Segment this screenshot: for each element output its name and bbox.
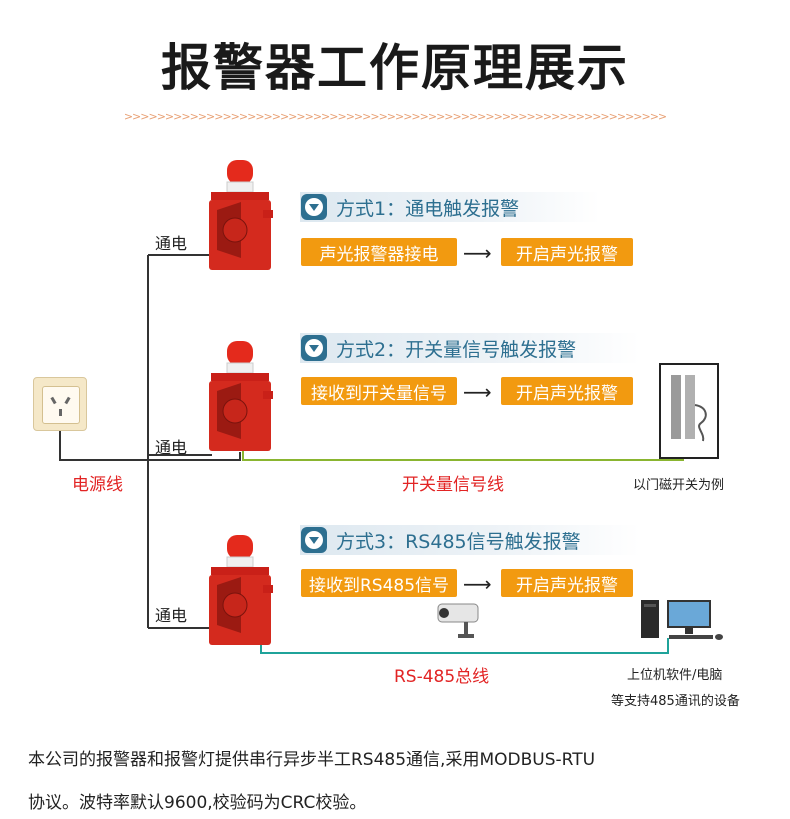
arrow-right-icon: ⟶ <box>463 572 492 596</box>
computer-icon <box>641 598 731 642</box>
pc-caption-1: 上位机软件/电脑 <box>627 668 723 683</box>
mode-3-trigger: 接收到RS485信号 <box>301 569 457 597</box>
switch-line-label: 开关量信号线 <box>402 475 504 495</box>
chevron-down-circle-icon <box>300 526 328 554</box>
mode-3-heading-text: 方式3：RS485信号触发报警 <box>336 530 581 553</box>
title-divider: >>>>>>>>>>>>>>>>>>>>>>>>>>>>>>>>>>>>>>>>… <box>123 110 667 123</box>
mode-1-trigger: 声光报警器接电 <box>301 238 457 266</box>
mode-3-result: 开启声光报警 <box>501 569 633 597</box>
mode-3-heading: 方式3：RS485信号触发报警 <box>300 525 640 555</box>
alarm-device-1-icon <box>205 158 275 278</box>
wall-outlet-icon <box>33 377 87 431</box>
alarm-device-3-icon <box>205 533 275 653</box>
power-label-3: 通电 <box>155 606 188 625</box>
footer-text-line-1: 本公司的报警器和报警灯提供串行异步半工RS485通信,采用MODBUS-RTU <box>28 750 596 770</box>
arrow-right-icon: ⟶ <box>463 380 492 404</box>
power-label-2: 通电 <box>155 438 188 457</box>
mode-1-result: 开启声光报警 <box>501 238 633 266</box>
mode-2-result: 开启声光报警 <box>501 377 633 405</box>
footer-text-line-2: 协议。波特率默认9600,校验码为CRC校验。 <box>28 793 367 813</box>
magnetic-switch-icon <box>659 363 719 459</box>
magnetic-switch-caption: 以门磁开关为例 <box>633 478 725 493</box>
mode-2-heading-text: 方式2：开关量信号触发报警 <box>336 338 577 361</box>
page-title: 报警器工作原理展示 <box>161 39 629 97</box>
alarm-device-2-icon <box>205 339 275 459</box>
chevron-down-circle-icon <box>300 334 328 362</box>
power-cord-label: 电源线 <box>72 475 123 495</box>
camera-icon <box>436 600 486 648</box>
mode-1-heading: 方式1：通电触发报警 <box>300 192 600 222</box>
pc-caption-2: 等支持485通讯的设备 <box>611 694 740 709</box>
chevron-down-circle-icon <box>300 193 328 221</box>
mode-1-heading-text: 方式1：通电触发报警 <box>336 197 520 220</box>
switch-signal-line <box>242 448 684 461</box>
power-label-1: 通电 <box>155 234 188 253</box>
mode-2-heading: 方式2：开关量信号触发报警 <box>300 333 640 363</box>
power-cord-line <box>59 430 241 461</box>
rs485-bus-line <box>260 638 669 654</box>
arrow-right-icon: ⟶ <box>463 241 492 265</box>
mode-2-trigger: 接收到开关量信号 <box>301 377 457 405</box>
rs485-bus-label: RS-485总线 <box>394 667 490 687</box>
